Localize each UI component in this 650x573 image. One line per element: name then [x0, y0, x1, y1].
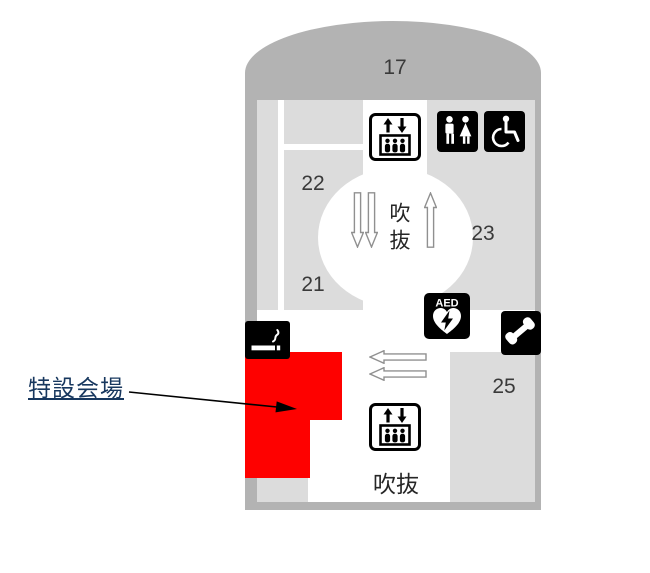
corridor-gap-horizontal: [281, 144, 363, 150]
restroom-icon: [437, 111, 478, 152]
wheelchair-icon: [484, 111, 525, 152]
escalator-down-arrow-icon: [350, 192, 365, 249]
atrium-label-bottom: 吹抜: [373, 471, 419, 497]
escalator-down-arrow-icon: [364, 192, 379, 249]
area-label-21: 21: [301, 273, 325, 296]
special-venue-link[interactable]: 特設会場: [28, 375, 124, 401]
aed-label: AED: [435, 298, 458, 310]
area-label-25: 25: [492, 375, 516, 398]
smoking-area-icon: [245, 321, 290, 359]
escalator-left-arrow-icon: [368, 349, 427, 365]
atrium-circle: [318, 168, 473, 307]
area-label-23: 23: [471, 222, 495, 245]
telephone-icon: [501, 311, 541, 355]
atrium-label: 吹抜: [387, 202, 410, 256]
corridor-horizontal: [257, 310, 535, 352]
elevator-icon: [369, 403, 421, 451]
corridor-gap-vertical: [278, 100, 284, 310]
area-label-22: 22: [301, 172, 325, 195]
elevator-icon: [369, 113, 421, 161]
escalator-up-arrow-icon: [423, 191, 438, 248]
area-label-17: 17: [383, 56, 407, 79]
escalator-left-arrow-icon: [368, 366, 427, 382]
aed-icon: AED: [424, 293, 470, 339]
